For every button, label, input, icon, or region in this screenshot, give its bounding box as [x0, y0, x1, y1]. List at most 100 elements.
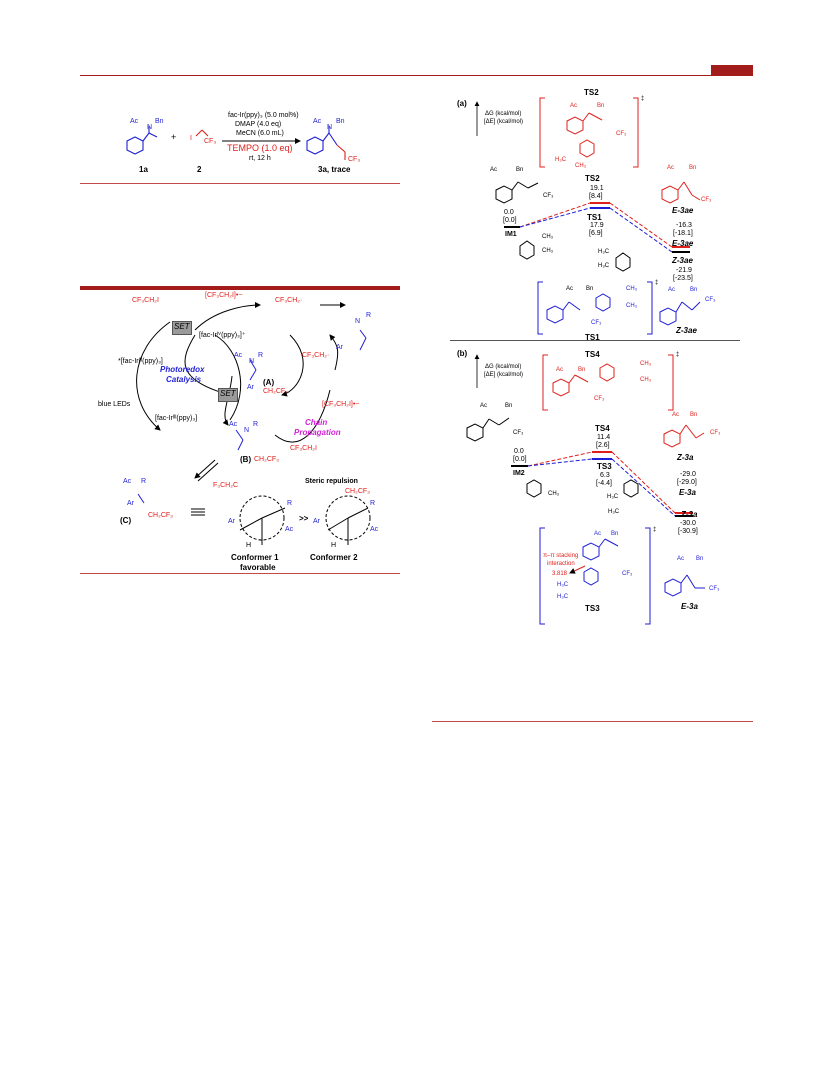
z3a-cf3: CF₃: [710, 430, 721, 436]
ts2-de: [8.4]: [589, 193, 603, 200]
product-bn-label: Bn: [336, 118, 345, 125]
e3a-de: [-29.0]: [677, 479, 697, 486]
product-cf3-label: CF₃: [348, 156, 361, 163]
conf2-ac-label: Ac: [370, 526, 379, 533]
int-a-ar-label: Ar: [247, 384, 254, 391]
ts4-ch3-2: CH₃: [640, 377, 652, 383]
ts3-dg: 6.3: [600, 472, 610, 479]
radical-anion-right: [CF₃CH₂I]•−: [322, 401, 360, 408]
int-c-ac-label: Ac: [123, 478, 132, 485]
int-a-n-label: N: [249, 358, 255, 365]
ts4-de: [2.6]: [596, 442, 610, 449]
mechanism-bonds-blue: [137, 329, 367, 504]
int-b-ac-label: Ac: [229, 421, 238, 428]
panel-b-label: (b): [457, 349, 468, 358]
im2-cf3: CF₃: [513, 430, 524, 436]
z3a-dg: -30.0: [680, 520, 696, 527]
set-box-2: [218, 388, 238, 402]
int-b-ch2cf3: CH₂CF₃: [254, 456, 280, 463]
panel-b-de-label: [ΔE] (kcal/mol): [484, 372, 524, 378]
product-3a-structure: [306, 126, 338, 155]
e3a-cf3: CF₃: [709, 586, 720, 592]
photoredox-label-1: Photoredox: [160, 365, 205, 374]
e3ae-dg: -16.3: [676, 222, 692, 229]
ts4-dg: 11.4: [597, 434, 611, 441]
ts3-cf3: CF₃: [622, 571, 633, 577]
enamide-r-label: R: [366, 312, 372, 319]
conf1-ar-label: Ar: [228, 518, 235, 525]
compound-1a-label: 1a: [139, 165, 148, 174]
molecules-a-blue: [546, 293, 701, 326]
panel-a-dg-label: ΔG (kcal/mol): [485, 111, 522, 117]
mechanism-top-rule: [80, 286, 400, 290]
ts3-h3c-1: H₃C: [557, 582, 569, 588]
iodide-label: I: [190, 135, 192, 142]
photoredox-label-2: Catalysis: [166, 375, 202, 384]
header-tab: [711, 65, 753, 76]
reactant-ac-label: Ac: [130, 118, 139, 125]
compound-3a-label: 3a, trace: [318, 165, 351, 174]
photoredox-cycle: [136, 302, 346, 482]
conf2-h-label: H: [331, 542, 337, 549]
ts2-h3c: H₃C: [555, 157, 567, 163]
set-label-1: SET: [174, 322, 190, 331]
ts1-level-label: TS1: [587, 213, 602, 222]
ts3-level-label: TS3: [597, 462, 612, 471]
int-c-ch2cf3: CH₂CF₃: [148, 512, 174, 519]
im1-label: IM1: [505, 231, 517, 238]
im1-cf3: CF₃: [543, 193, 554, 199]
ts4-bracket-b: [542, 354, 674, 411]
conf2-r-label: R: [370, 500, 376, 507]
ts4-dagger: ‡: [676, 352, 680, 358]
conf1-f3ch2c: F₃CH₂C: [213, 482, 239, 489]
molecules-b-red: [552, 363, 705, 448]
chain-label-1: Chain: [305, 418, 328, 427]
z3ae-bn: Bn: [690, 287, 698, 293]
e3ae-level-label: E-3ae: [672, 239, 694, 248]
condition-base: DMAP (4.0 eq): [235, 121, 282, 128]
im2-dmap-ch3: CH₃: [548, 491, 560, 497]
intermediate-a-label: (A): [263, 378, 275, 387]
reactant-bn-label: Bn: [155, 118, 164, 125]
condition-time: rt, 12 h: [249, 155, 271, 162]
e3a-dg: -29.0: [680, 471, 696, 478]
im1-dg: 0.0: [504, 209, 514, 216]
im1-dmap-ch3-2: CH₃: [542, 248, 554, 254]
compound-1a-structure: [126, 126, 158, 155]
ts2-dagger: ‡: [641, 96, 645, 102]
im2-bn: Bn: [505, 403, 513, 409]
reactant-n-label: N: [147, 124, 153, 131]
int-a-ch2cf3: CH₂CF₃: [263, 388, 289, 395]
blue-leds-label: blue LEDs: [98, 401, 131, 408]
ts3-bracket-b: [539, 527, 651, 625]
e3ae-title: E-3ae: [672, 206, 694, 215]
condition-solvent: MeCN (6.0 mL): [236, 130, 284, 137]
radical-anion-top: [CF₃CH₂I]•−: [205, 292, 243, 299]
ts2-dg: 19.1: [590, 185, 604, 192]
int-a-ac-label: Ac: [234, 352, 243, 359]
ts2-cf3: CF₃: [616, 131, 627, 137]
ts2-level-label: TS2: [585, 174, 600, 183]
ts1-bracket-a: [537, 281, 653, 335]
e3a-bottom-label: E-3a: [681, 602, 698, 611]
newman-conformers: [191, 495, 371, 545]
ts2-ch3: CH₃: [575, 163, 587, 169]
ts4-ac: Ac: [556, 367, 564, 373]
im1-dmap-ch3-1: CH₃: [542, 234, 554, 240]
conf2-ch2cf3: CH₂CF₃: [345, 488, 371, 495]
dmaph-b-h3c-2: H₃C: [608, 509, 620, 515]
int-c-ar-label: Ar: [127, 500, 134, 507]
z3ae-bottom-label: Z-3ae: [676, 326, 697, 335]
im2-de: [0.0]: [513, 456, 527, 463]
ts2-ac: Ac: [570, 103, 578, 109]
ts4-level-label: TS4: [595, 424, 610, 433]
z3ae-de: [-23.5]: [673, 275, 693, 282]
ir4-label: [fac-Irᴵⱽ(ppy)₃]⁺: [199, 332, 246, 339]
ts1-de: [6.9]: [589, 230, 603, 237]
e3ae-ac: Ac: [667, 165, 675, 171]
int-b-r-label: R: [253, 421, 259, 428]
e3ae-bn: Bn: [689, 165, 697, 171]
condition-tempo: TEMPO (1.0 eq): [227, 143, 293, 153]
conf1-ac-label: Ac: [285, 526, 294, 533]
pi-stacking-label-2: interaction: [547, 561, 575, 567]
